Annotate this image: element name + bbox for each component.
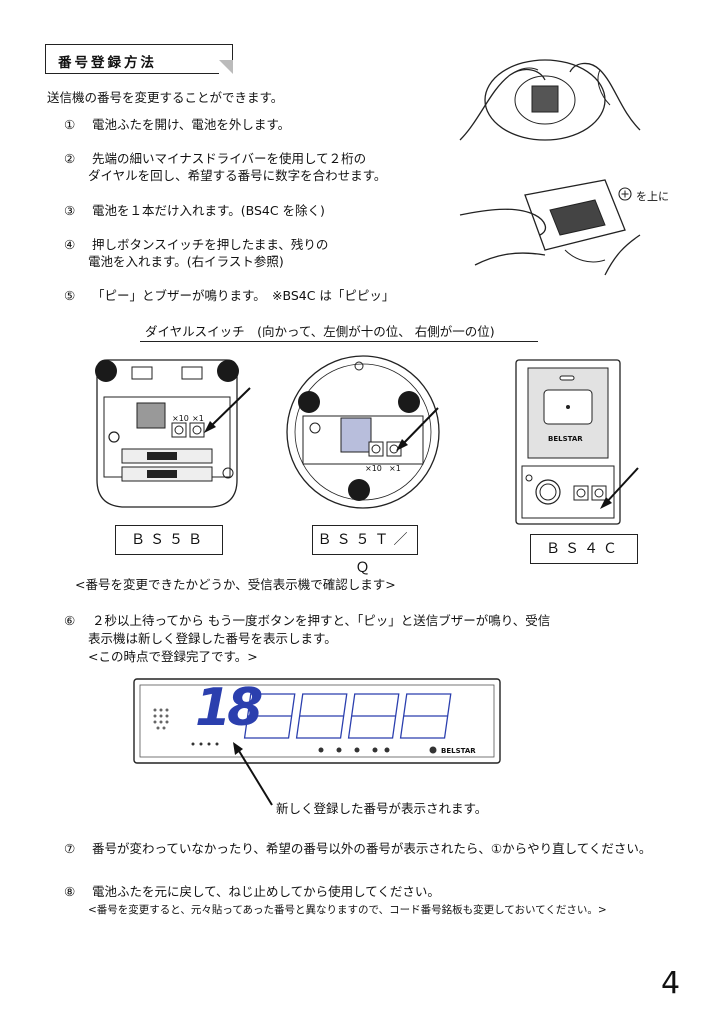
step-text: 電池を１本だけ入れます。(BS4C を除く) (91, 203, 325, 218)
step-text: 「ピー」とブザーが鳴ります。 ※BS4C は「ピピッ」 (91, 288, 395, 303)
bs5b-pointer-arrow (204, 387, 251, 433)
display-pointer-arrow (233, 742, 273, 806)
bs5tq-label: ＢＳ５Ｔ／Ｑ (312, 525, 418, 576)
bs4c-pointer-arrow (600, 467, 639, 509)
step-4-line-2: 電池を入れます。(右イラスト参照) (88, 254, 284, 269)
bs4c-device-illustration: BELSTAR (515, 359, 621, 525)
section-title: 番号登録方法 (58, 55, 157, 71)
receiver-display-illustration: BELSTAR (133, 678, 501, 764)
step-text: 電池ふたを開け、電池を外します。 (91, 117, 291, 132)
intro-text: 送信機の番号を変更することができます。 (47, 90, 284, 105)
step-6-line-2: 表示機は新しく登録した番号を表示します。 (88, 631, 337, 646)
confirm-note: <番号を変更できたかどうか、受信表示機で確認します> (75, 577, 396, 592)
bs5tq-device-illustration (286, 355, 440, 509)
step-5: ⑤ 「ピー」とブザーが鳴ります。 ※BS4C は「ピピッ」 (64, 288, 394, 304)
step-text: 押しボタンスイッチを押したまま、残りの (91, 237, 329, 252)
bs5b-ones-label: ×1 (192, 414, 204, 423)
bs5tq-ones-label: ×1 (389, 464, 401, 473)
bs5b-tens-label: ×10 (172, 414, 189, 423)
bs5b-device-illustration (95, 359, 239, 508)
display-brand: BELSTAR (441, 747, 476, 755)
step-8: ⑧ 電池ふたを元に戻して、ねじ止めしてから使用してください。 (64, 884, 440, 900)
plus-up-label: を上に (636, 190, 669, 203)
bs5tq-pointer-arrow (396, 407, 439, 451)
bs5tq-tens-label: ×10 (365, 464, 382, 473)
step-text: 電池ふたを元に戻して、ねじ止めしてから使用してください。 (91, 884, 440, 899)
svg-text:BELSTAR: BELSTAR (548, 435, 583, 443)
display-number: 18 (195, 678, 263, 738)
hand-opening-battery-cover-illustration (459, 59, 641, 141)
step-2-line-2: ダイヤルを回し、希望する番号に数字を合わせます。 (88, 168, 387, 183)
step-number: ⑤ (64, 288, 76, 303)
section-title-box: 番号登録方法 (45, 44, 233, 74)
step-number: ⑦ (64, 841, 76, 856)
dial-switch-caption: ダイヤルスイッチ (向かって、左側が十の位、 右側が一の位) (145, 324, 495, 339)
step-number: ⑥ (64, 613, 76, 628)
step-number: ① (64, 117, 76, 132)
step-3: ③ 電池を１本だけ入れます。(BS4C を除く) (64, 203, 325, 219)
plus-circle-icon (618, 187, 632, 201)
step-1: ① 電池ふたを開け、電池を外します。 (64, 117, 290, 133)
step-text: 先端の細いマイナスドライバーを使用して２桁の (91, 151, 367, 166)
step-7: ⑦ 番号が変わっていなかったり、希望の番号以外の番号が表示されたら、①からやり直… (64, 841, 651, 857)
step-number: ④ (64, 237, 76, 252)
step-4: ④ 押しボタンスイッチを押したまま、残りの (64, 237, 328, 253)
step-number: ② (64, 151, 76, 166)
page-number: 4 (661, 966, 681, 1001)
hand-pressing-button-illustration (459, 179, 641, 276)
caption-underline (140, 341, 538, 342)
bs5b-label: ＢＳ５Ｂ (115, 525, 223, 555)
step-8-note: <番号を変更すると、元々貼ってあった番号と異なりますので、コード番号銘板も変更し… (88, 904, 607, 916)
step-number: ③ (64, 203, 76, 218)
bs4c-label: ＢＳ４Ｃ (530, 534, 638, 564)
page-fold-decoration (219, 60, 233, 74)
step-text: ２秒以上待ってから もう一度ボタンを押すと、「ピッ」と送信ブザーが鳴り、受信 (91, 613, 551, 628)
step-2: ② 先端の細いマイナスドライバーを使用して２桁の (64, 151, 366, 167)
step-6: ⑥ ２秒以上待ってから もう一度ボタンを押すと、「ピッ」と送信ブザーが鳴り、受信 (64, 613, 550, 629)
step-number: ⑧ (64, 884, 76, 899)
display-note: 新しく登録した番号が表示されます。 (276, 801, 488, 816)
step-text: 番号が変わっていなかったり、希望の番号以外の番号が表示されたら、①からやり直して… (91, 841, 652, 856)
step-6-line-3: <この時点で登録完了です。> (88, 649, 258, 664)
